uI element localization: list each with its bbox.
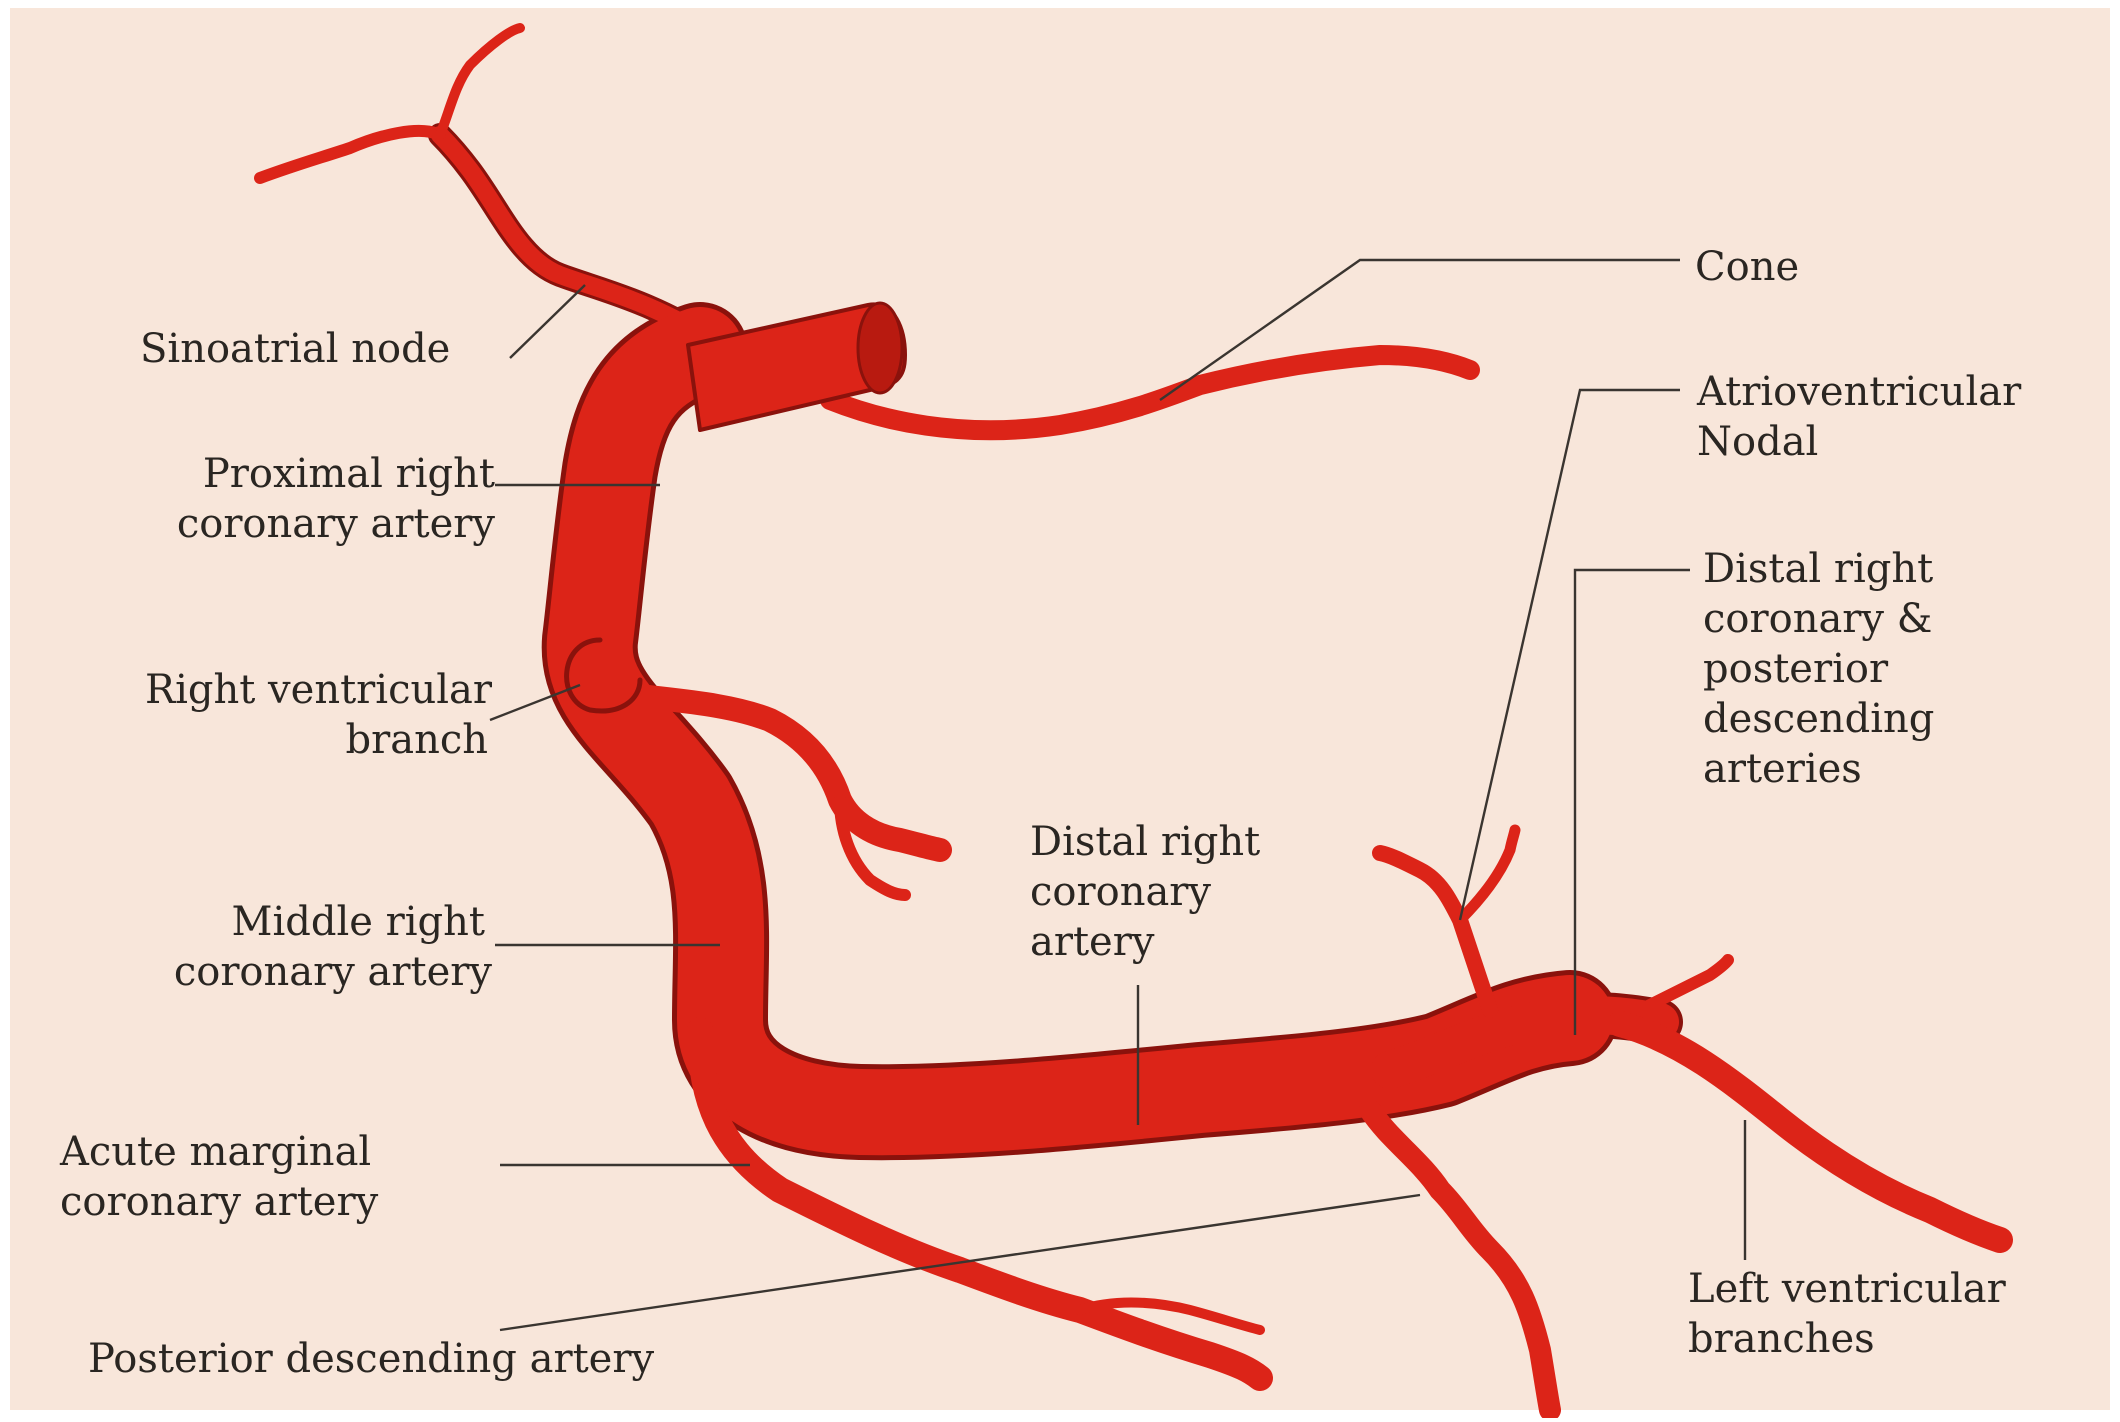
label-av-nodal-2: Nodal [1697,419,1818,465]
label-sinoatrial-node: Sinoatrial node [140,326,450,372]
label-av-nodal-1: Atrioventricular [1696,369,2022,415]
label-distal-pda-4: descending [1703,696,1934,742]
label-right-ventricular-1: Right ventricular [145,667,493,713]
label-left-ventricular-2: branches [1688,1316,1875,1362]
label-proximal-right-2: coronary artery [177,501,496,547]
label-middle-right-1: Middle right [232,899,486,945]
label-posterior-descending: Posterior descending artery [88,1336,654,1382]
label-distal-pda-3: posterior [1703,646,1889,692]
label-right-ventricular-2: branch [346,717,489,763]
label-distal-right-3: artery [1030,919,1155,965]
label-distal-pda-5: arteries [1703,746,1862,792]
label-left-ventricular-1: Left ventricular [1688,1266,2007,1312]
label-distal-pda-1: Distal right [1703,546,1933,592]
label-distal-pda-2: coronary & [1703,596,1932,642]
label-cone: Cone [1695,244,1799,290]
label-acute-marginal-2: coronary artery [60,1179,379,1225]
label-distal-right-2: coronary [1030,869,1211,915]
label-proximal-right-1: Proximal right [203,451,495,497]
label-middle-right-2: coronary artery [174,949,493,995]
label-acute-marginal-1: Acute marginal [59,1129,371,1175]
label-distal-right-1: Distal right [1030,819,1260,865]
